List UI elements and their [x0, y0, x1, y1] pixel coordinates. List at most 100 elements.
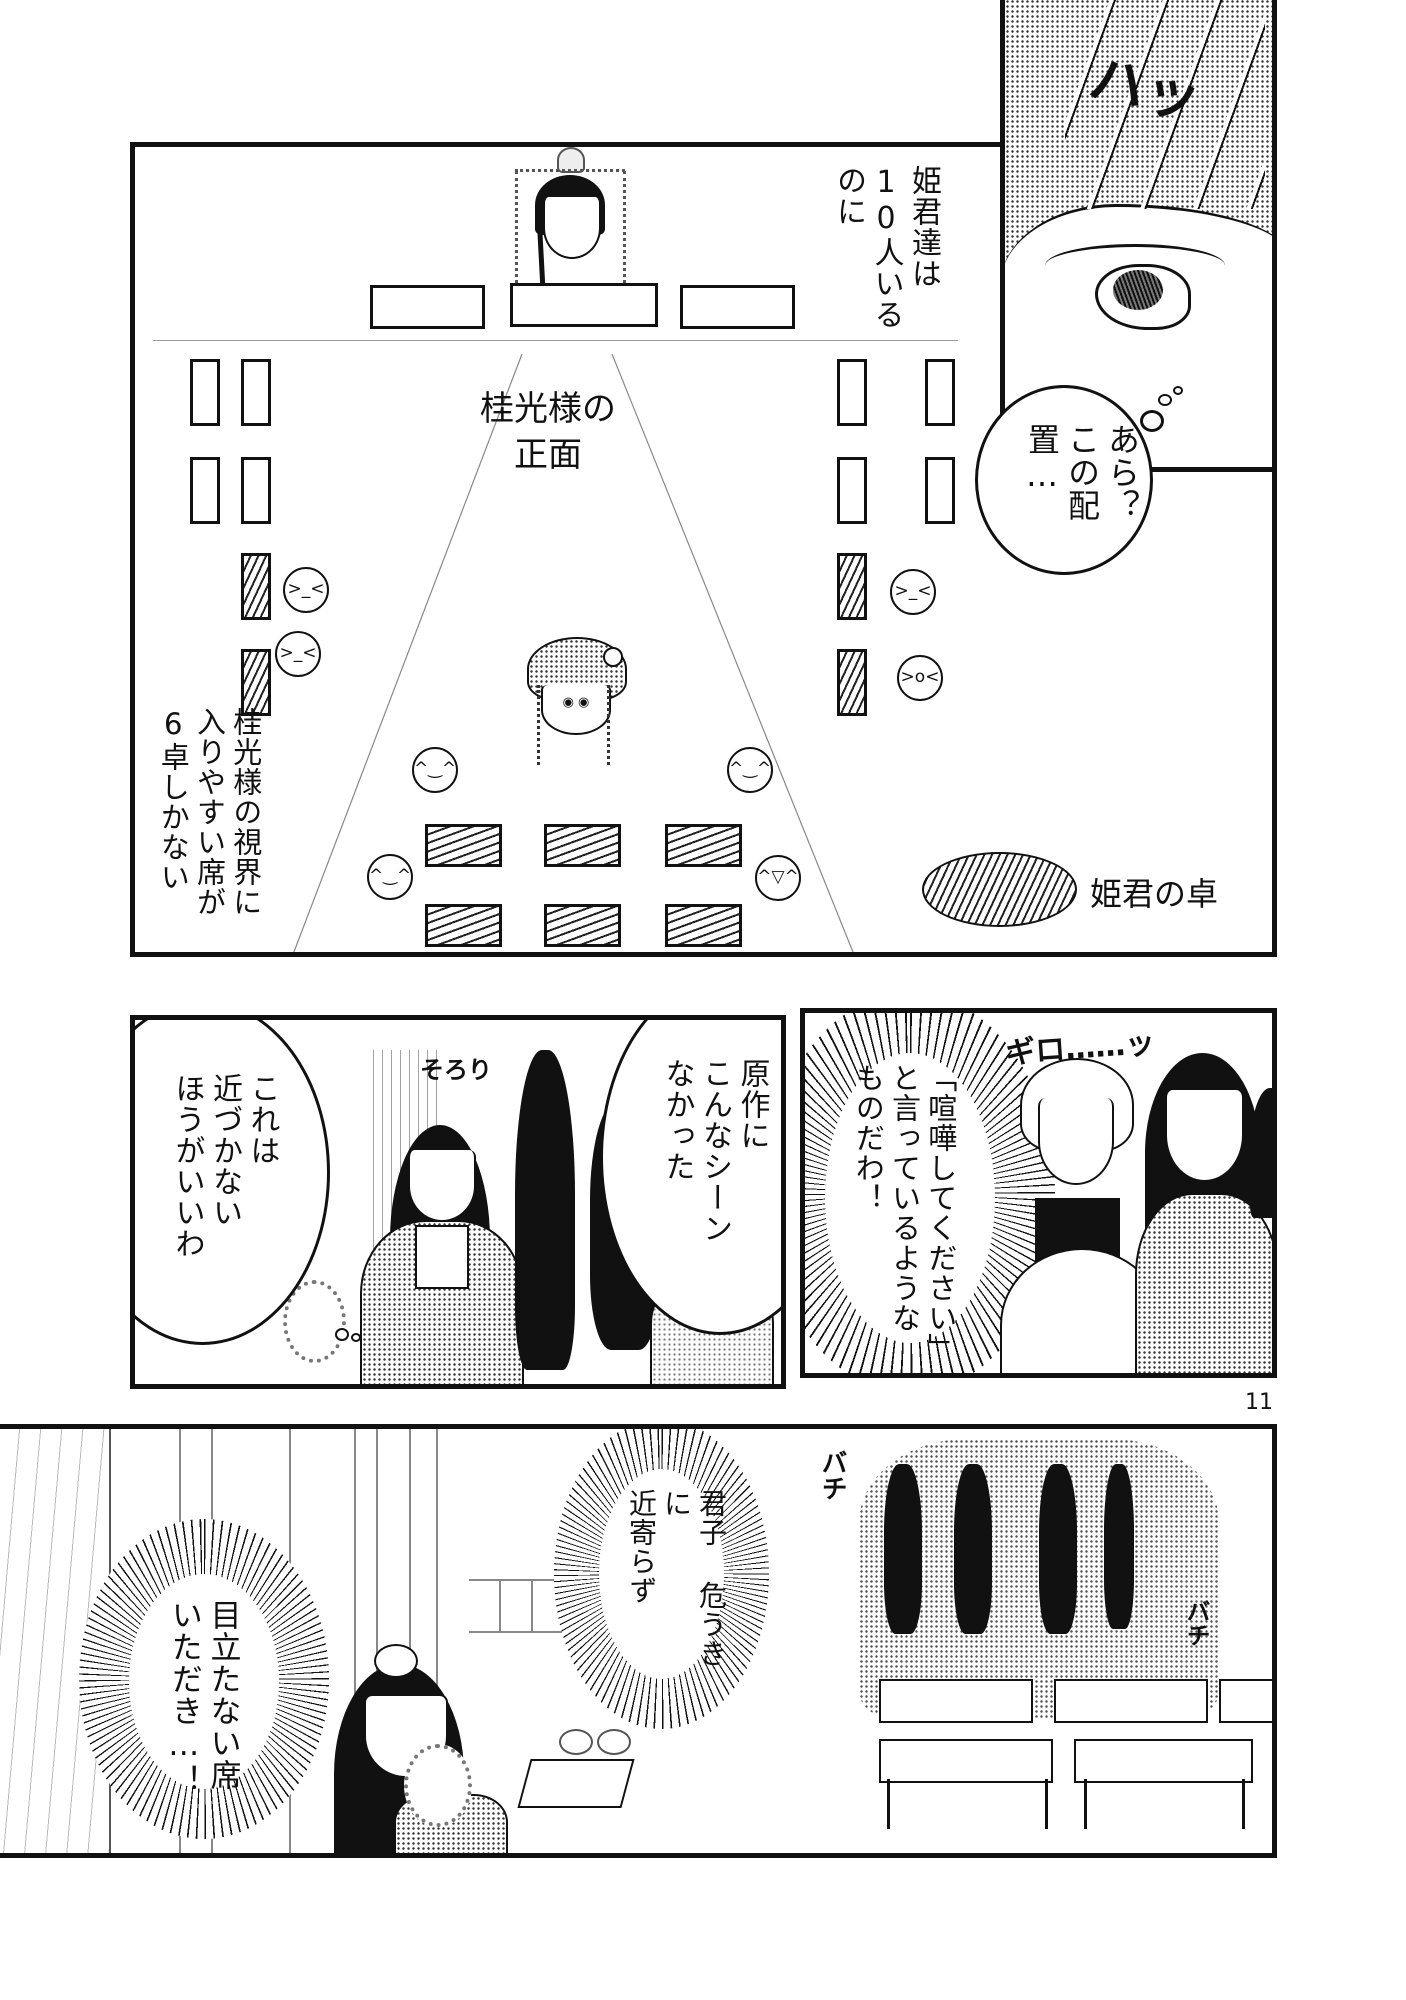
table-top-left [370, 285, 485, 329]
chain-right [623, 171, 626, 283]
table-legs [887, 1779, 1048, 1829]
burst-center [129, 1574, 279, 1789]
heroine-chibi-head: ◉ ◉ [525, 637, 627, 767]
label-keikou-front: 桂光様の 正面 [480, 389, 616, 475]
legend-label: 姫君の卓 [1090, 875, 1219, 913]
thought-bubble-arrangement: あら？ この配置… [975, 385, 1153, 575]
thought-dot [1173, 386, 1183, 395]
eyebrow [1045, 244, 1225, 287]
flower-ornament [374, 1644, 418, 1678]
flower-ornament [603, 647, 623, 667]
face [1165, 1088, 1244, 1182]
table-left-inner-1 [241, 359, 271, 426]
braid-left [537, 685, 540, 765]
angry-face-icon: >_< [890, 569, 936, 615]
table-right-hatched-1 [837, 553, 867, 620]
chain-bar [515, 169, 625, 175]
table-top-right [680, 285, 795, 329]
caption-ten-princesses: 姫君達は 10人いるのに [830, 165, 943, 355]
table-right-outer-1 [925, 359, 955, 426]
happy-face-icon: ^▽^ [755, 855, 801, 901]
face: ◉ ◉ [541, 685, 611, 735]
table-right-hatched-2 [837, 649, 867, 716]
thought-text: あら？ この配置… [1023, 423, 1141, 522]
dish [597, 1729, 631, 1755]
chain-left [515, 171, 518, 283]
heroine-figure [360, 1105, 524, 1384]
caption-line: 入りやすい席が [192, 707, 227, 917]
princess-back-hair [884, 1464, 922, 1634]
table-left-outer-2 [190, 457, 220, 524]
pillar [409, 1429, 438, 1853]
table-center-back-3 [665, 904, 742, 947]
legend-princess-table-oval [922, 852, 1077, 927]
face [1038, 1098, 1114, 1185]
table-center-front-2 [544, 824, 621, 867]
princess-table [879, 1739, 1053, 1783]
blonde-princess-figure [1000, 1058, 1164, 1373]
caption-line: 桂光様の視界に [228, 707, 263, 917]
fan [404, 1744, 472, 1827]
table-center-front-1 [425, 824, 502, 867]
princess-table [1054, 1679, 1208, 1723]
dark-haired-princess-figure [1135, 1053, 1272, 1373]
face [408, 1150, 476, 1222]
princess-back-hair [1039, 1464, 1077, 1634]
table-left-hatched-2 [241, 649, 271, 716]
thought-text: 原作に こんなシーン なかった [659, 1058, 770, 1244]
table-center-front-3 [665, 824, 742, 867]
fan [283, 1280, 346, 1363]
table-left-outer-1 [190, 359, 220, 426]
burst-center [825, 1053, 995, 1343]
panel-glaring-princesses: 「喧嘩してください」 と言っているような ものだわ！ ギロ……ッ [800, 1008, 1277, 1378]
sfx-sorori: そろり [420, 1055, 492, 1084]
princess-back-hair [954, 1464, 992, 1634]
table-right-inner-2 [837, 457, 867, 524]
burst-text-proverb: 君子 危うきに 近寄らず [625, 1489, 728, 1668]
princess-table [879, 1679, 1033, 1723]
princess-table [1074, 1739, 1253, 1783]
caption-six-tables: 桂光様の視界に 入りやすい席が 6卓しかない [155, 707, 264, 937]
robe [1135, 1193, 1272, 1373]
table-right-outer-2 [925, 457, 955, 524]
caption-line: 10人いるのに [831, 165, 904, 330]
hair [515, 1050, 575, 1370]
princess-table [1219, 1679, 1272, 1723]
thought-dot [1158, 394, 1172, 406]
table-legs [1084, 1779, 1245, 1829]
burst-text-inconspicuous: 目立たない席 いただき…！ [165, 1599, 241, 1796]
keikou-head-figure [505, 147, 635, 318]
robe-collar [415, 1225, 469, 1289]
table-left-hatched-1 [241, 553, 271, 620]
angry-face-icon: >_< [283, 567, 329, 613]
sfx-bachi-right: バチ [1182, 1599, 1211, 1647]
heroine-with-fan-figure [319, 1644, 519, 1853]
angry-face-icon: >_< [275, 631, 321, 677]
side-princess-figure [1250, 1088, 1272, 1288]
table-top-center [510, 283, 658, 327]
dish [559, 1729, 593, 1755]
burst-text: 「喧嘩してください」 と言っているような ものだわ！ [851, 1063, 958, 1363]
thought-dot [351, 1333, 361, 1342]
table-right-inner-1 [837, 359, 867, 426]
princess-back-hair [1104, 1464, 1134, 1629]
caption-line: 6卓しかない [156, 707, 191, 892]
happy-face-icon: ^‿^ [727, 747, 773, 793]
happy-face-icon: ^‿^ [367, 854, 413, 900]
hair [1250, 1088, 1272, 1218]
happy-face-icon: ^‿^ [412, 747, 458, 793]
thought-dot [1140, 410, 1164, 432]
page-number: 11 [1245, 1390, 1273, 1415]
table-left-inner-2 [241, 457, 271, 524]
sfx-bachi-left: バチ [817, 1449, 847, 1501]
iris [1113, 270, 1163, 310]
rival-back-figure [505, 1050, 595, 1384]
angry-face-icon: >o< [897, 655, 943, 701]
floor-line [153, 340, 958, 341]
face [543, 197, 601, 259]
view-cone-lines [293, 353, 854, 952]
braid-right [607, 685, 610, 765]
thought-text: これは 近づかない ほうがいいわ [169, 1073, 280, 1259]
thought-dot [335, 1328, 349, 1341]
burst-center [599, 1469, 724, 1679]
